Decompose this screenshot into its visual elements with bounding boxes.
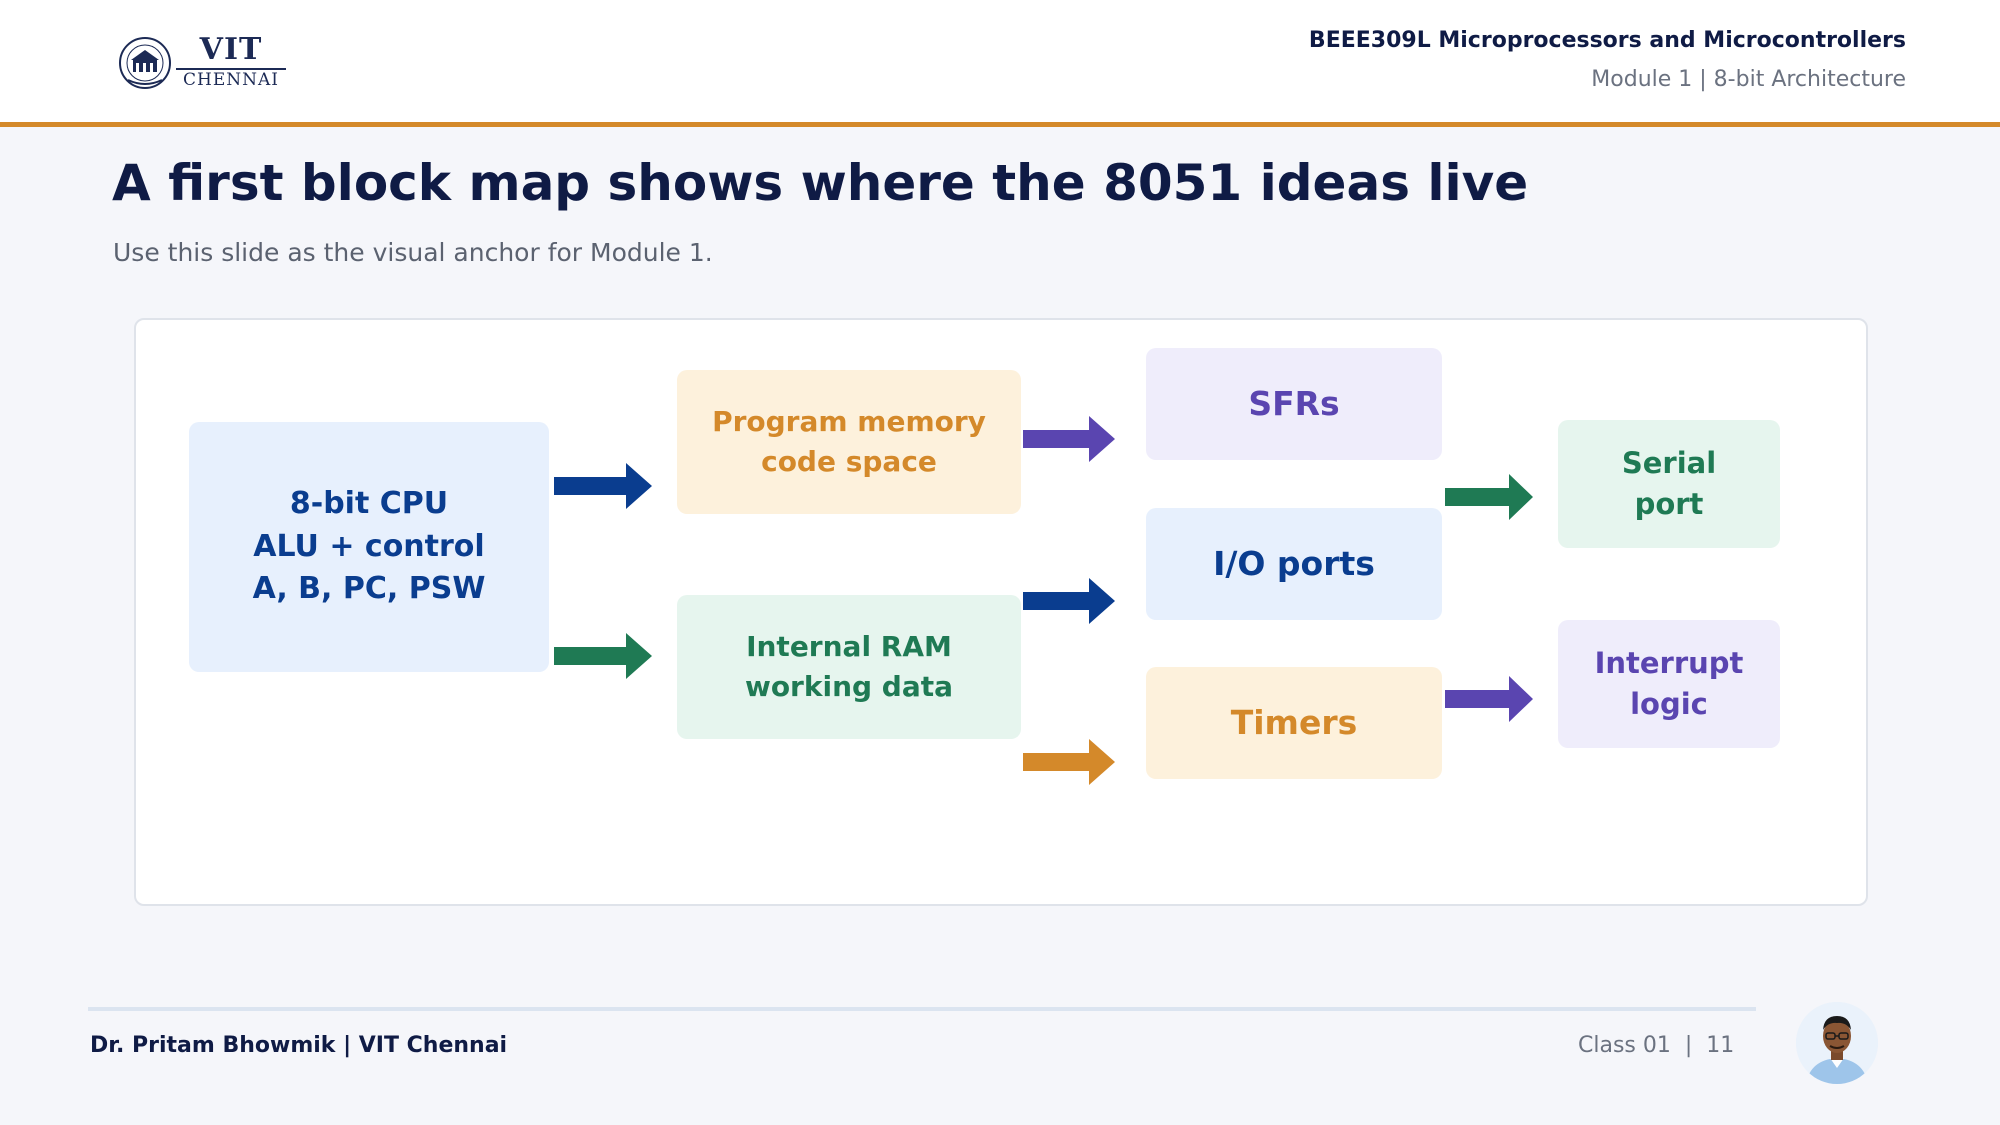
logo-name: VIT: [199, 32, 263, 67]
arrow-cpu-to-internal-ram: [554, 633, 652, 679]
footer-page-info: Class 01 | 11: [1578, 1033, 1734, 1058]
course-title: BEEE309L Microprocessors and Microcontro…: [1308, 28, 1906, 53]
block-diagram-panel: 8-bit CPU ALU + control A, B, PC, PSW Pr…: [134, 318, 1868, 906]
arrow-internal-ram-to-io-ports: [1023, 578, 1115, 624]
arrow-cpu-to-program-memory: [554, 463, 652, 509]
logo-divider: [176, 68, 286, 70]
program-memory-block: Program memory code space: [677, 370, 1021, 514]
arrow-program-memory-to-sfrs: [1023, 416, 1115, 462]
footer-divider: [88, 1007, 1756, 1011]
footer-separator: |: [1684, 1033, 1693, 1058]
page-number: 11: [1706, 1033, 1735, 1058]
cpu-block: 8-bit CPU ALU + control A, B, PC, PSW: [189, 422, 549, 672]
footer-author: Dr. Pritam Bhowmik | VIT Chennai: [90, 1033, 508, 1058]
serial-port-block: Serial port: [1558, 420, 1780, 548]
interrupt-logic-block: Interrupt logic: [1558, 620, 1780, 748]
slide-title: A first block map shows where the 8051 i…: [112, 154, 1529, 212]
module-label: Module 1 | 8-bit Architecture: [1591, 67, 1906, 92]
vit-logo: VIT CHENNAI: [118, 32, 288, 92]
sfrs-block: SFRs: [1146, 348, 1442, 460]
person-icon: [1796, 1002, 1878, 1084]
internal-ram-block: Internal RAM working data: [677, 595, 1021, 739]
logo-campus: CHENNAI: [183, 70, 279, 90]
class-label: Class 01: [1578, 1033, 1671, 1058]
slide-subtitle: Use this slide as the visual anchor for …: [113, 238, 713, 267]
slide-header: VIT CHENNAI BEEE309L Microprocessors and…: [0, 0, 2000, 127]
io-ports-block: I/O ports: [1146, 508, 1442, 620]
arrow-internal-ram-to-timers: [1023, 739, 1115, 785]
timers-block: Timers: [1146, 667, 1442, 779]
arrow-to-interrupt-logic: [1445, 676, 1533, 722]
arrow-to-serial-port: [1445, 474, 1533, 520]
presenter-avatar: [1796, 1002, 1878, 1084]
university-seal-icon: [119, 37, 171, 89]
